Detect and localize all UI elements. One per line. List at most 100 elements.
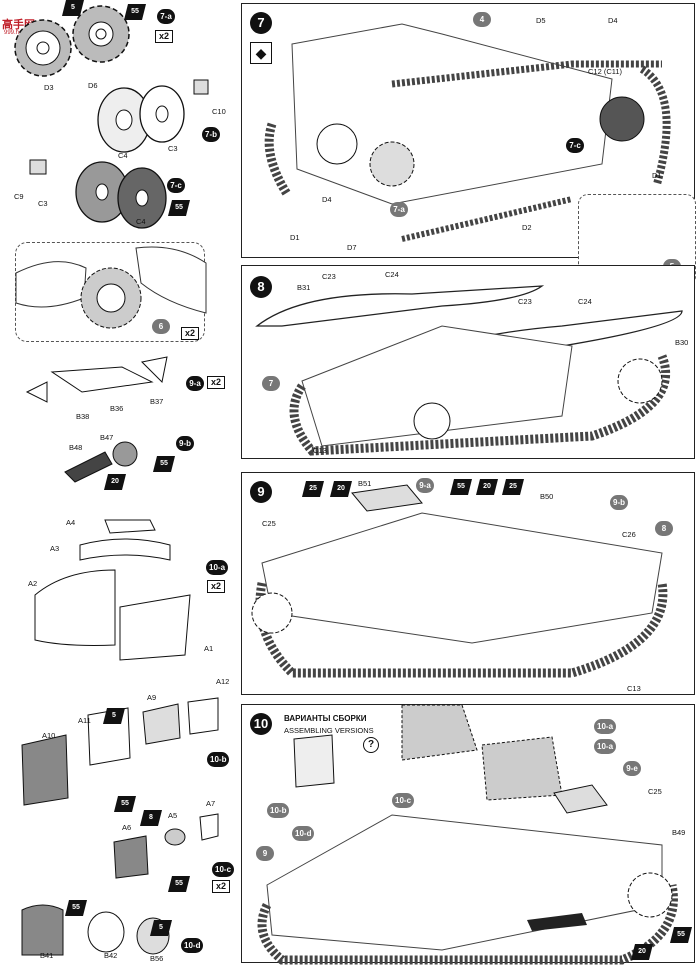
horn-9b-illustration [64,441,138,483]
badge-9b: 9-b [176,436,194,451]
part-B51: B51 [358,479,372,488]
part-B47: B47 [100,433,114,442]
star-20-d: 20 [476,479,498,495]
star-55: 55 [670,927,692,943]
marker-10d: 10-d [292,826,315,841]
part-A10: A10 [42,731,56,740]
part-A3: A3 [50,544,60,553]
marker-7a: 7-a [390,202,408,217]
part-C12: C12 (C11) [588,67,623,76]
marker-10a-1: 10-a [594,719,617,734]
part-B49: B49 [672,828,686,837]
part-C13: C13 [313,446,327,455]
question-icon: ? [363,737,379,753]
road-wheel-7b-illustration [97,79,209,153]
x2-10c: x2 [212,880,231,893]
part-D2: D2 [522,223,532,232]
marker-9: 9 [256,846,274,861]
step-number: 9 [250,481,272,503]
assembly-subtitle: ASSEMBLING VERSIONS [284,726,374,735]
star-25-a: 25 [302,481,324,497]
marker-9b: 9-b [610,495,628,510]
part-C26: C26 [622,530,636,539]
part-D5: D5 [536,16,546,25]
part-D4-a: D4 [608,16,618,25]
badge-10d: 10-d [181,938,204,953]
part-C24-a: C24 [385,270,399,279]
step-9-panel: 9 25 20 55 20 25 B51 B50 C25 C26 C13 9-a… [241,472,695,695]
part-A11: A11 [78,716,91,725]
part-B56: B56 [150,954,164,963]
assembly-title: ВАРИАНТЫ СБОРКИ [284,714,367,723]
badge-9a: 9-a [186,376,204,391]
part-A1: A1 [204,644,214,653]
part-C3-b: C3 [38,199,48,208]
marker-9a: 9-a [416,478,434,493]
star-55-k: 55 [65,900,87,916]
step-number: 8 [250,276,272,298]
tank-fenders-illustration [255,285,683,456]
decal-direction-icon: ◆ [250,42,272,64]
marker-8: 8 [655,521,673,536]
x2-6: x2 [181,327,200,340]
badge-7a: 7-a [157,9,175,24]
part-B50: B50 [540,492,554,501]
part-B42: B42 [104,951,118,960]
part-C13: C13 [627,684,641,693]
star-55-c: 55 [450,479,472,495]
step-7-panel: 7 ◆ D5 D4 C12 (C11) D1 D4 D1 D7 D2 4 7-c… [241,3,696,286]
tank-turret-assembly-illustration [257,704,678,965]
star-55-h: 55 [114,796,136,812]
marker-9e: 9-e [623,761,641,776]
part-C23-b: C23 [518,297,532,306]
marker-7c: 7-c [566,138,584,153]
star-55-b: 55 [124,4,146,20]
part-C4-b: C4 [136,217,146,226]
turret-10a-illustration [34,519,191,661]
marker-6: 6 [152,319,170,334]
part-A5: A5 [168,811,178,820]
part-B30: B30 [675,338,689,347]
part-B37: B37 [150,397,164,406]
star-20-b: 20 [330,481,352,497]
part-B36: B36 [110,404,124,413]
part-A4: A4 [66,518,76,527]
star-55-d: 55 [153,456,175,472]
star-20-f: 20 [104,474,126,490]
star-55-j: 55 [168,876,190,892]
star-20: 20 [631,944,653,960]
part-A6: A6 [122,823,132,832]
star-5-g: 5 [103,708,125,724]
part-A9: A9 [147,693,157,702]
part-C10: C10 [212,107,226,116]
part-C9: C9 [14,192,24,201]
mudguard-9a-illustration [25,356,168,403]
part-C24-b: C24 [578,297,592,306]
badge-10c: 10-c [212,862,235,877]
road-wheel-7c-illustration [29,159,167,229]
part-C3-a: C3 [168,144,178,153]
tank-details-9-illustration [251,484,668,678]
star-5-l: 5 [150,920,172,936]
part-D1-b: D1 [290,233,300,242]
part-D1-a: D1 [652,171,662,180]
track-fitting-detail: 6 x2 [15,242,207,342]
badge-10b: 10-b [207,752,230,767]
part-B38: B38 [76,412,90,421]
part-C25: C25 [262,519,276,528]
marker-10a-2: 10-a [594,739,617,754]
x2-7a: x2 [155,30,174,43]
part-C4-a: C4 [118,151,128,160]
marker-7: 7 [262,376,280,391]
badge-10a: 10-a [206,560,229,575]
x2-9a: x2 [207,376,226,389]
part-B41: B41 [40,951,54,960]
part-D4-b: D4 [322,195,332,204]
part-B31: B31 [297,283,311,292]
step-number: 7 [250,12,272,34]
step-8-panel: 8 C23 C24 B31 C23 C24 B30 C13 7 [241,265,695,459]
star-5-a: 5 [62,0,84,16]
part-D6: D6 [88,81,98,90]
sprocket-wheels-illustration [14,5,130,77]
x2-10a: x2 [207,580,226,593]
